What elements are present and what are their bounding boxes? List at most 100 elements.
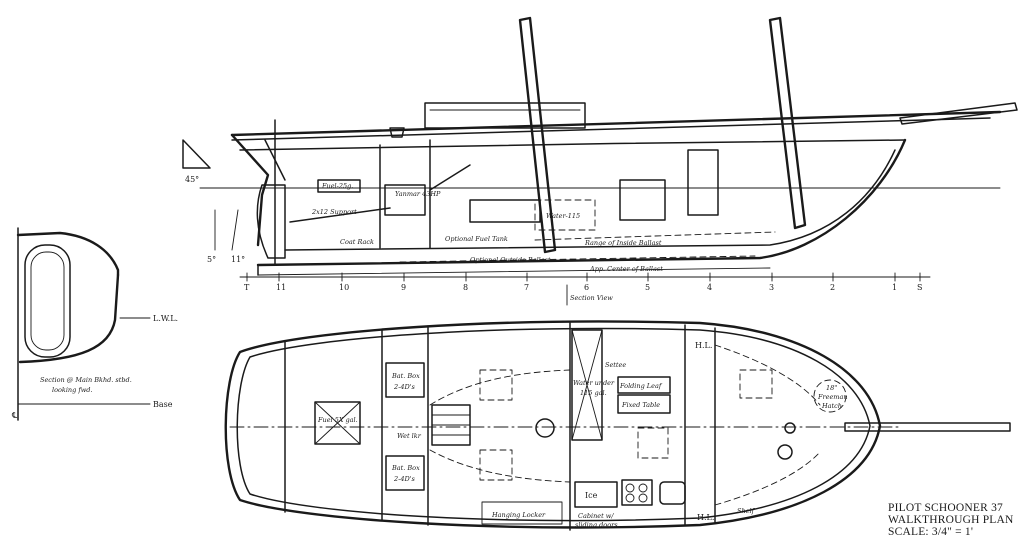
bat-box-upper-label-1: Bat. Box [391,372,420,380]
range-inside-ballast-label: Range of Inside Ballast [584,239,662,247]
plan-sole-hatch-4 [637,427,669,459]
plan-stove [621,479,653,506]
plan-ice-box [574,481,618,508]
plan-hanging-locker [481,501,563,525]
station-label: T [244,283,250,292]
plan-water-tank [571,329,603,441]
plan-view: Fuel 5X gal. Bat. Box 2-4D's Bat. Box 2-… [224,320,1011,531]
plan-fitting [784,422,796,434]
burner-2 [638,483,648,493]
cabinet-label-2: sliding doors [575,521,618,529]
angle-marker-45 [182,139,211,169]
keel-bottom [257,267,771,276]
profile-view: 4 5° [182,16,1018,306]
optional-fuel-tank-label: Optional Fuel Tank [445,235,508,243]
settee-label: Settee [605,361,626,369]
forehatch-label-2: Freeman [817,393,848,401]
plan-folding-leaf [617,376,671,394]
water-under-label-1: Water under [573,379,615,387]
hanging-locker-label: Hanging Locker [491,511,546,519]
folding-leaf-label: Folding Leaf [619,382,663,390]
fuel-tank-label: Fuel 5X gal. [317,416,358,424]
station-label: 4 [707,283,712,292]
base-label: Base [153,400,173,409]
plan-fuel-x2 [314,401,361,445]
fore-mast [768,16,807,230]
coat-rack-label: Coat Rack [340,238,374,246]
burner-3 [625,493,635,503]
main-mast [518,16,557,254]
station-label: 2 [830,283,835,292]
section-caption-1: Section @ Main Bkhd. stbd. [40,376,132,384]
section-view-label: Section View [570,294,613,302]
bat-box-upper-label-2: 2-4D's [393,383,415,391]
station-label: 7 [524,283,529,292]
plan-sole-hatch-3 [739,369,773,399]
station-label: 5 [645,283,650,292]
plan-sink-fwd [777,444,793,460]
sheer-line [230,110,1002,137]
title-block: PILOT SCHOONER 37 WALKTHROUGH PLAN SCALE… [888,502,1014,538]
section-hull [18,273,120,364]
station-label: 9 [401,283,406,292]
plan-settee-curve-upper [429,369,571,406]
angle-5-label: 5° [207,255,216,264]
plan-bowsprit [844,422,1011,432]
angle-11-label: 11° [231,255,245,264]
centerline-symbol: ℄ [11,411,18,420]
station-label: 8 [463,283,468,292]
transom [230,133,270,247]
plan-berth-curve-upper [714,344,821,406]
table-profile [619,179,666,221]
optional-outside-ballast-label: Optional Outside Ballast [470,256,551,264]
engine [384,184,426,216]
section-door-inner [30,251,65,351]
prop-shaft [289,207,391,223]
fixed-table-label: Fixed Table [621,401,660,409]
plan-fixed-table [617,394,671,414]
burner-4 [638,493,648,503]
yanmar-label: Yanmar 43HP [395,190,441,198]
section-caption-2: looking fwd. [52,386,93,394]
hull-bottom [256,138,907,267]
bat-box-lower-label-2: 2-4D's [393,475,415,483]
plan-bat-box-lower [385,455,425,491]
angle-11-mark [231,209,239,251]
section-door [24,244,71,358]
outside-ballast-line [399,255,756,263]
rail-line [231,117,991,141]
title-line-1: PILOT SCHOONER 37 [888,502,1004,514]
water-x2 [571,329,603,441]
burner-1 [625,483,635,493]
station-label: 1 [892,283,897,292]
plan-galley-sink [659,481,686,505]
water-label: Water-115 [546,212,580,220]
plan-fuel-tank [314,401,361,445]
water-under-label-2: 115 gal. [580,389,607,397]
station-label: 11 [276,283,286,292]
fuel-label: Fuel-25g. [321,182,353,190]
plan-berth-curve-lower [714,451,821,506]
plan-bat-box-upper [385,362,425,398]
title-line-2: WALKTHROUGH PLAN [888,514,1014,526]
station-label: 10 [339,283,349,292]
station-ticks: T 11 10 9 8 7 6 5 4 3 2 1 S [244,272,922,292]
rudder [256,184,286,259]
section-view: L.W.L. Base Section @ Main Bkhd. stbd. l… [11,227,178,421]
wet-locker-label: Wet lkr [397,432,422,440]
support-label: 2x12 Support [311,208,357,216]
cabinet-label-1: Cabinet w/ [578,512,614,520]
hl-lower-label: H.L. [697,513,714,522]
plan-hull-outline [224,320,882,529]
doghouse [424,102,586,129]
locker-profile [687,149,719,216]
hl-upper-label: H.L. [695,341,712,350]
shelf-label: Shelf [737,507,756,515]
station-label: S [917,283,922,292]
range-inside-ballast-line [534,231,776,241]
forehatch-label-3: Hatch [821,402,842,410]
station-label: 6 [584,283,589,292]
station-label: 3 [769,283,774,292]
ice-label: Ice [585,491,598,500]
